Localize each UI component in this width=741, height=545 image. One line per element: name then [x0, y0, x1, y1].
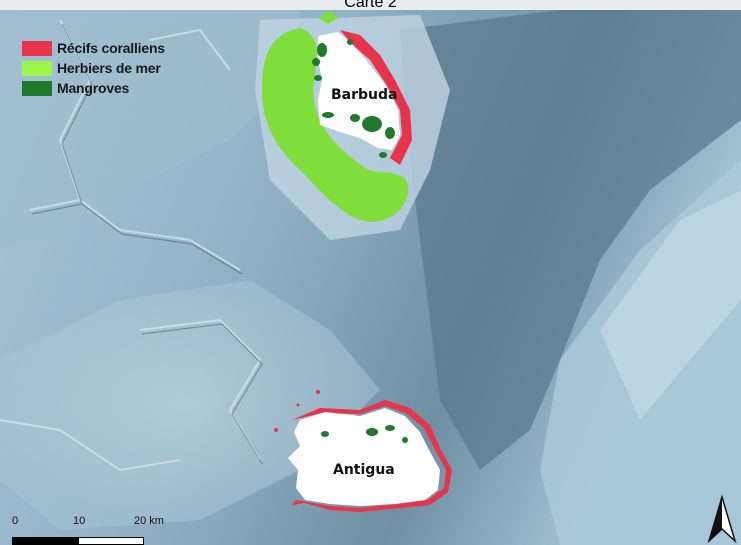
ridge-highlight — [600, 190, 741, 420]
legend-label-mangrove: Mangroves — [57, 80, 130, 96]
coral-barbuda — [340, 30, 412, 165]
legend-item-seagrass: Herbiers de mer — [22, 58, 165, 78]
legend-item-mangrove: Mangroves — [22, 78, 165, 98]
mangroves-barbuda — [312, 39, 395, 158]
coral-antigua-offshore — [274, 390, 320, 432]
scale-segment-white — [78, 537, 144, 545]
north-arrow-icon — [707, 495, 737, 543]
scale-bar: 0 10 20 km — [6, 515, 186, 545]
scale-tick-0: 0 — [12, 515, 19, 527]
legend-swatch-coral — [22, 40, 52, 56]
deep-basin — [400, 10, 741, 470]
legend-swatch-mangrove — [22, 80, 52, 96]
legend-label-seagrass: Herbiers de mer — [57, 60, 161, 76]
mangroves-antigua — [321, 425, 408, 443]
relief-shadows — [31, 23, 263, 465]
legend-swatch-seagrass — [22, 60, 52, 76]
scale-tick-10: 10 — [73, 515, 86, 527]
map-legend: Récifs coralliens Herbiers de mer Mangro… — [22, 38, 165, 98]
relief-lines — [0, 19, 262, 472]
legend-item-coral: Récifs coralliens — [22, 38, 165, 58]
label-antigua: Antigua — [333, 462, 395, 478]
seagrass-barbuda-north — [318, 10, 338, 24]
legend-label-coral: Récifs coralliens — [57, 40, 165, 56]
western-shelf — [0, 10, 300, 250]
label-barbuda: Barbuda — [331, 87, 398, 103]
seagrass-barbuda — [262, 28, 409, 222]
antigua-shelf — [0, 280, 380, 530]
scale-segment-black — [12, 537, 78, 545]
map-title: Carte 2 — [344, 0, 397, 11]
scale-tick-20: 20 km — [134, 515, 164, 527]
